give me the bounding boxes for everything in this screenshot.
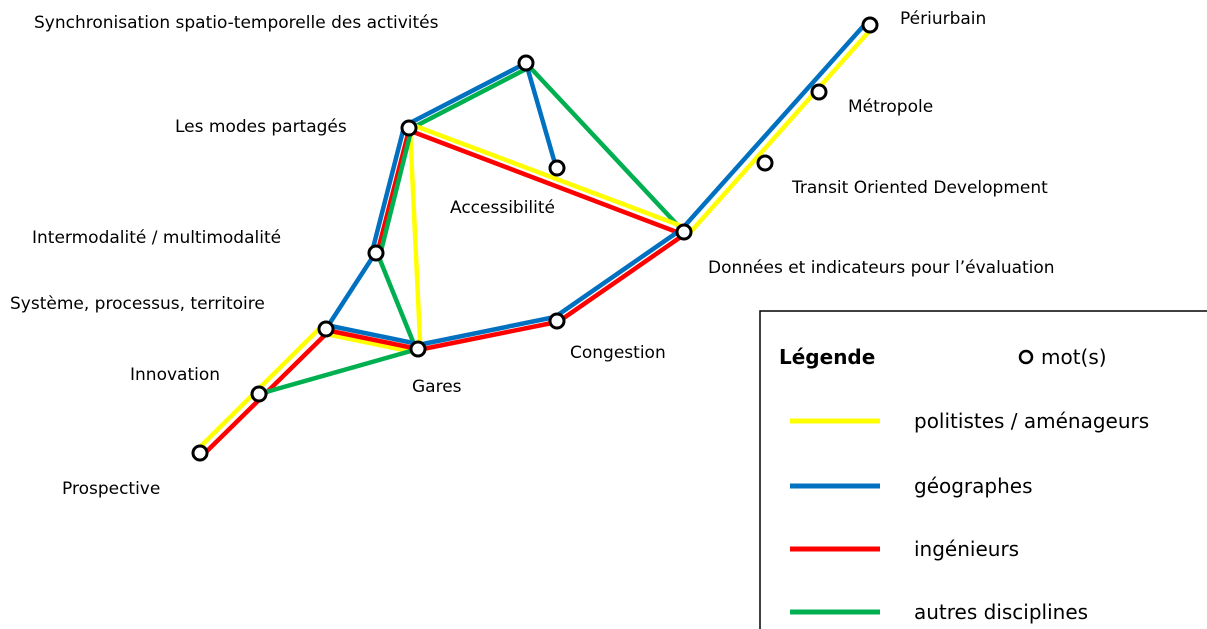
node-donnees[interactable] — [675, 223, 693, 241]
line-synchro-modes-green — [409, 66, 529, 131]
label-periurbain: Périurbain — [900, 9, 986, 29]
legend-node-icon — [1018, 349, 1034, 365]
node-prospective[interactable] — [191, 444, 209, 462]
node-congestion[interactable] — [548, 312, 566, 330]
node-intermodalite[interactable] — [367, 244, 385, 262]
line-systeme-gares-blue — [323, 322, 421, 347]
label-tod: Transit Oriented Development — [791, 178, 1048, 198]
node-metropole[interactable] — [810, 83, 828, 101]
line-donnees-periurbain-blue — [678, 19, 870, 233]
line-systeme-gares-red — [323, 327, 421, 352]
label-accessibilite: Accessibilité — [450, 198, 555, 218]
label-innovation: Innovation — [130, 365, 220, 385]
line-congestion-donnees-blue — [552, 226, 685, 320]
label-metropole: Métropole — [848, 97, 933, 117]
node-gares[interactable] — [409, 340, 427, 358]
line-synchro-accessibilite-blue — [523, 60, 559, 170]
node-labels: Synchronisation spatio-temporelle des ac… — [10, 9, 1055, 499]
legend-label-geographes: géographes — [914, 474, 1033, 498]
line-innovation-gares-green — [256, 346, 421, 397]
legend-title: Légende — [779, 345, 875, 369]
legend-label-politistes: politistes / aménageurs — [914, 409, 1149, 433]
line-modes-intermodalite-blue — [369, 124, 407, 255]
label-gares: Gares — [412, 377, 462, 397]
line-intermodalite-gares-green — [375, 252, 419, 352]
node-periurbain[interactable] — [861, 16, 879, 34]
line-gares-donnees-red — [415, 319, 560, 353]
node-synchro[interactable] — [517, 54, 535, 72]
line-modes-donnees-red — [405, 127, 685, 237]
legend-border — [759, 310, 1207, 629]
line-modes-donnees-yellow — [407, 121, 687, 230]
line-modes-intermodalite-red — [374, 127, 412, 257]
network-nodes — [191, 16, 879, 462]
legend-label-ingenieurs: ingénieurs — [914, 537, 1019, 561]
legend-node-label: mot(s) — [1041, 345, 1107, 369]
line-gares-donnees-blue — [415, 314, 558, 348]
label-systeme: Système, processus, territoire — [10, 294, 265, 314]
label-donnees: Données et indicateurs pour l’évaluation — [708, 258, 1055, 278]
node-modes[interactable] — [400, 119, 418, 137]
line-modes-gares-yellow — [407, 125, 423, 343]
legend-label-autres: autres disciplines — [914, 600, 1088, 624]
network-lines — [194, 19, 876, 458]
line-donnees-periurbain-yellow — [684, 24, 876, 239]
label-congestion: Congestion — [570, 343, 666, 363]
label-intermodalite: Intermodalité / multimodalité — [32, 228, 281, 248]
legend: Légende mot(s) politistes / aménageurs g… — [759, 310, 1207, 629]
label-modes: Les modes partagés — [175, 117, 347, 137]
node-tod[interactable] — [756, 154, 774, 172]
line-modes-gares-green — [377, 128, 414, 258]
node-accessibilite[interactable] — [548, 159, 566, 177]
line-intermodalite-systeme-blue — [323, 249, 379, 332]
line-systeme-gares-yellow — [323, 331, 421, 356]
line-congestion-donnees-red — [555, 231, 688, 325]
line-synchro-modes-blue — [405, 60, 529, 127]
line-synchro-donnees-green — [523, 60, 687, 235]
label-prospective: Prospective — [62, 479, 160, 499]
node-innovation[interactable] — [250, 385, 268, 403]
label-synchro: Synchronisation spatio-temporelle des ac… — [34, 13, 439, 33]
node-systeme[interactable] — [317, 320, 335, 338]
